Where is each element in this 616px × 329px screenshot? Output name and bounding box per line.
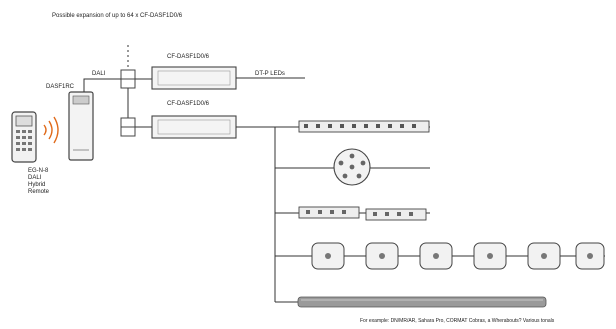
driver-2-label: CF-DASF1D0/6	[167, 101, 210, 107]
wireless-signal-icon	[43, 116, 59, 144]
remote-label: EG-N-8 DALI Hybrid Remote	[28, 168, 50, 195]
footer-note: For example: DN/MR/AR, Sahara Pro, CORMA…	[360, 318, 555, 324]
driver-2-box	[151, 115, 237, 139]
dali-bus-wiring	[83, 45, 152, 128]
led-chain-icon	[311, 242, 605, 270]
led-strip-icon	[298, 120, 430, 133]
output-label: DT-P LEDs	[255, 71, 285, 77]
led-disc-icon	[333, 148, 371, 186]
bus-label: DALI	[92, 71, 106, 77]
driver-1-label: CF-DASF1D0/6	[167, 54, 210, 60]
diagram-title: Possible expansion of up to 64 x CF-DASF…	[52, 13, 183, 19]
dali-module-icon	[68, 91, 94, 161]
dali-module-label: DASF1RC	[46, 84, 75, 90]
splitter-icon	[120, 69, 136, 137]
led-bar-icon	[297, 296, 547, 308]
led-modules-icon	[298, 206, 427, 221]
remote-control-icon	[11, 111, 37, 163]
driver-1-box	[151, 66, 237, 90]
